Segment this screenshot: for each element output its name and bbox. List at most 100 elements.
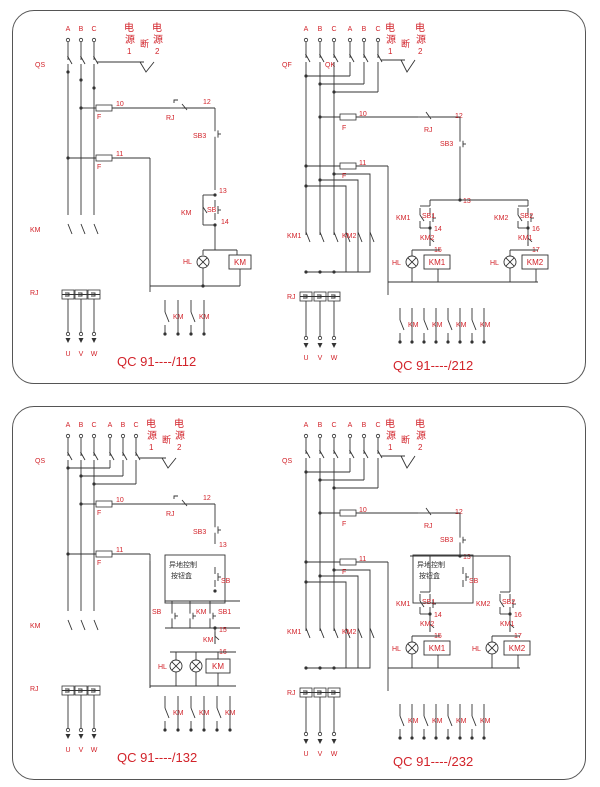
arrow-icon — [65, 734, 71, 739]
power-source-label: 2 — [418, 443, 423, 452]
output-label: W — [91, 351, 98, 358]
hl-label: HL — [490, 260, 499, 267]
wire — [80, 619, 86, 631]
node-label: 11 — [359, 160, 366, 167]
wire — [423, 319, 429, 331]
junction-dot — [79, 502, 83, 506]
contact-label: KM — [480, 322, 491, 329]
sb-label: SB1 — [422, 213, 435, 220]
terminal-node — [317, 433, 323, 439]
arrow-icon — [91, 338, 97, 343]
coil-label: KM2 — [527, 258, 544, 267]
junction-dot — [304, 164, 308, 168]
wire — [305, 449, 311, 459]
junction-dot — [332, 486, 336, 490]
fuse-icon — [95, 500, 113, 508]
km-label: KM2 — [494, 215, 509, 222]
wire — [305, 53, 311, 63]
junction-dot — [434, 736, 438, 740]
remote-box-title: 异地控制 — [417, 560, 445, 569]
terminal-node — [303, 37, 309, 43]
terminal-node — [65, 37, 71, 43]
power-source-label: 源 — [153, 33, 163, 46]
terminal-node — [107, 433, 113, 439]
sb3-label: SB3 — [440, 537, 453, 544]
relay-label: RJ — [30, 290, 39, 297]
junction-dot — [189, 728, 193, 732]
phase-label: C — [91, 26, 96, 33]
junction-dot — [318, 666, 322, 670]
power-source-label: 1 — [388, 47, 393, 56]
interlock-label: KM1 — [518, 235, 533, 242]
model-title: QC 91----/132 — [117, 750, 197, 765]
junction-dot — [458, 198, 462, 202]
junction-dot — [304, 74, 308, 78]
fuse-label: F — [97, 164, 101, 171]
phase-label: A — [304, 422, 309, 429]
fuse-label: F — [97, 114, 101, 121]
output-label: W — [331, 355, 338, 362]
contactor-label: KM1 — [287, 629, 302, 636]
wire — [419, 214, 425, 222]
rj-contact-label: RJ — [166, 511, 175, 518]
phase-label: B — [121, 422, 126, 429]
node-label: 15 — [434, 633, 442, 640]
main-switch-label: QS — [282, 458, 292, 465]
node-label: 10 — [116, 497, 124, 504]
model-title: QC 91----/112 — [117, 354, 196, 369]
junction-dot — [79, 474, 83, 478]
wire — [471, 319, 477, 331]
terminal-node — [65, 727, 71, 733]
power-source-label: 断 — [140, 38, 149, 49]
wire — [135, 451, 141, 461]
terminal-node — [78, 727, 84, 733]
terminal-node — [317, 731, 323, 737]
terminal-node — [331, 335, 337, 341]
junction-dot — [215, 728, 219, 732]
km-label: KM — [196, 609, 207, 616]
junction-dot — [410, 736, 414, 740]
coil-box — [503, 640, 531, 656]
node-label: 11 — [359, 556, 366, 563]
fuse-label: F — [342, 125, 346, 132]
output-label: V — [318, 355, 323, 362]
terminal-node — [331, 433, 337, 439]
junction-dot — [332, 568, 336, 572]
sb3-label: SB3 — [440, 141, 453, 148]
remote-button-box — [164, 554, 226, 604]
node-label: 11 — [116, 547, 123, 554]
wire — [198, 257, 208, 267]
model-title: QC 91----/212 — [393, 358, 473, 373]
junction-dot — [304, 560, 308, 564]
phase-label: C — [91, 422, 96, 429]
terminal-node — [78, 331, 84, 337]
terminal-node — [303, 335, 309, 341]
contactor-label: KM2 — [342, 629, 357, 636]
terminal-node — [303, 433, 309, 439]
phase-label: B — [318, 26, 323, 33]
junction-dot — [66, 70, 70, 74]
wire — [471, 715, 477, 727]
arrow-icon — [317, 739, 323, 744]
output-label: U — [65, 351, 70, 358]
power-source-label: 电 — [146, 417, 156, 430]
power-source-label: 电 — [174, 417, 184, 430]
wire — [407, 643, 417, 653]
junction-dot — [422, 340, 426, 344]
wire — [505, 257, 515, 267]
power-source-label: 源 — [125, 33, 135, 46]
junction-dot — [163, 728, 167, 732]
fuse-icon — [339, 558, 357, 566]
junction-dot — [66, 156, 70, 160]
wire — [527, 237, 533, 243]
phase-label: B — [318, 422, 323, 429]
power-source-label: 源 — [416, 429, 426, 442]
terminal-node — [317, 37, 323, 43]
junction-dot — [318, 511, 322, 515]
wire — [67, 55, 73, 65]
wire — [320, 179, 359, 273]
coil-label: KM — [234, 258, 246, 267]
wire — [139, 61, 155, 73]
wire — [369, 231, 375, 243]
